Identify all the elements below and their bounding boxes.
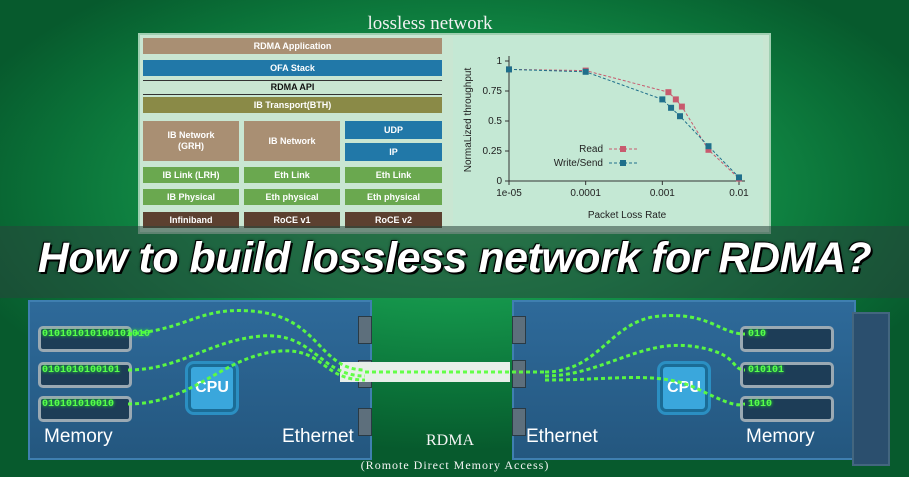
series-point-1 (736, 174, 742, 181)
stack-eth-link-v2: Eth Link (345, 167, 442, 183)
data-stream (544, 314, 746, 374)
stack-eth-physical-v1: Eth physical (244, 189, 340, 205)
stack-rdma-api: RDMA API (270, 82, 315, 92)
stack-ip: IP (345, 143, 442, 161)
memory-slot (38, 326, 132, 352)
x-tick-label: 1e-05 (496, 188, 522, 199)
stack-roce-v1: RoCE v1 (244, 212, 340, 228)
series-point-1 (677, 113, 684, 120)
stack-ib-network-grh: IB Network (GRH) (143, 121, 239, 161)
headline-band (0, 226, 909, 298)
divider (143, 94, 442, 95)
series-point-1 (582, 68, 589, 75)
series-point-0 (665, 89, 672, 96)
stack-ib-physical: IB Physical (143, 189, 239, 205)
port (358, 408, 372, 436)
series-point-1 (705, 143, 712, 150)
stack-eth-physical-v2: Eth physical (345, 189, 442, 205)
stack-infiniband: Infiniband (143, 212, 239, 228)
series-point-0 (678, 103, 685, 110)
stack-eth-link-v1: Eth Link (244, 167, 340, 183)
page-title: lossless network (367, 13, 493, 34)
x-axis-label: Packet Loss Rate (588, 210, 667, 221)
stack-ib-network: IB Network (244, 121, 340, 161)
legend-label: Write/Send (554, 158, 603, 169)
port (512, 316, 526, 344)
left-server: CPU Memory Ethernet (28, 300, 372, 460)
throughput-chart: 1e-05 0.0001 0.001 0.01 0 0.25 0.5 0.75 1 Packet… (453, 36, 763, 226)
stack-ib-link: IB Link (LRH) (143, 167, 239, 183)
bits-left-3: 010101010010 (42, 399, 115, 410)
series-point-0 (672, 96, 679, 103)
stack-roce-v2: RoCE v2 (345, 212, 442, 228)
port (512, 360, 526, 388)
rdma-title: RDMA (425, 432, 474, 449)
throughput-chart-svg: 1e-05 0.0001 0.001 0.01 0 0.25 0.5 0.75 1 Packet… (463, 56, 749, 221)
memory-slot (38, 396, 132, 422)
memory-slot (740, 326, 834, 352)
bits-left-1: 010101010100101010 (42, 329, 151, 340)
data-stream (544, 376, 746, 407)
data-stream (127, 309, 366, 372)
port (512, 408, 526, 436)
y-axis-label: NormaLized throughput (463, 68, 474, 173)
headline: How to build lossless network for RDMA? (37, 234, 872, 282)
data-stream (544, 343, 746, 378)
divider (143, 80, 442, 81)
memory-slot (740, 396, 834, 422)
x-tick-label: 0.001 (650, 188, 675, 199)
ethernet-label-right: Ethernet (526, 426, 598, 447)
stack-rdma-application: RDMA Application (143, 38, 442, 54)
data-stream (127, 349, 366, 406)
ethernet-label: Ethernet (282, 426, 354, 447)
stack-ib-transport: IB Transport(BTH) (143, 97, 442, 113)
y-tick-label: 0.25 (483, 146, 503, 157)
bits-right-3: 1010 (748, 399, 773, 410)
memory-slot (740, 362, 834, 388)
stack-udp: UDP (345, 121, 442, 139)
y-tick-label: 0.5 (488, 116, 502, 127)
y-tick-label: 0 (496, 176, 502, 187)
series-point-1 (506, 66, 512, 73)
bits-right-1: 010 (748, 329, 767, 340)
legend-label: Read (579, 144, 603, 155)
legend-marker (620, 146, 626, 152)
series-point-1 (659, 96, 666, 103)
cpu-chip-right: CPU (660, 364, 708, 412)
series-point-1 (668, 104, 675, 111)
bits-right-2: 010101 (748, 365, 785, 376)
legend-marker (620, 160, 626, 166)
x-tick-label: 0.01 (729, 188, 749, 199)
bits-left-2: 0101010100101 (42, 365, 121, 376)
memory-label: Memory (44, 426, 113, 447)
stack-ofa: OFA Stack (143, 60, 442, 76)
rdma-subtitle: (Romote Direct Memory Access) (360, 458, 550, 472)
memory-slot (38, 362, 132, 388)
y-tick-label: 1 (496, 56, 502, 67)
x-tick-label: 0.0001 (570, 188, 601, 199)
port (358, 316, 372, 344)
memory-label-right: Memory (746, 426, 815, 447)
y-tick-label: 0.75 (483, 86, 503, 97)
series-point-0 (705, 146, 712, 153)
rack-edge (852, 312, 890, 466)
